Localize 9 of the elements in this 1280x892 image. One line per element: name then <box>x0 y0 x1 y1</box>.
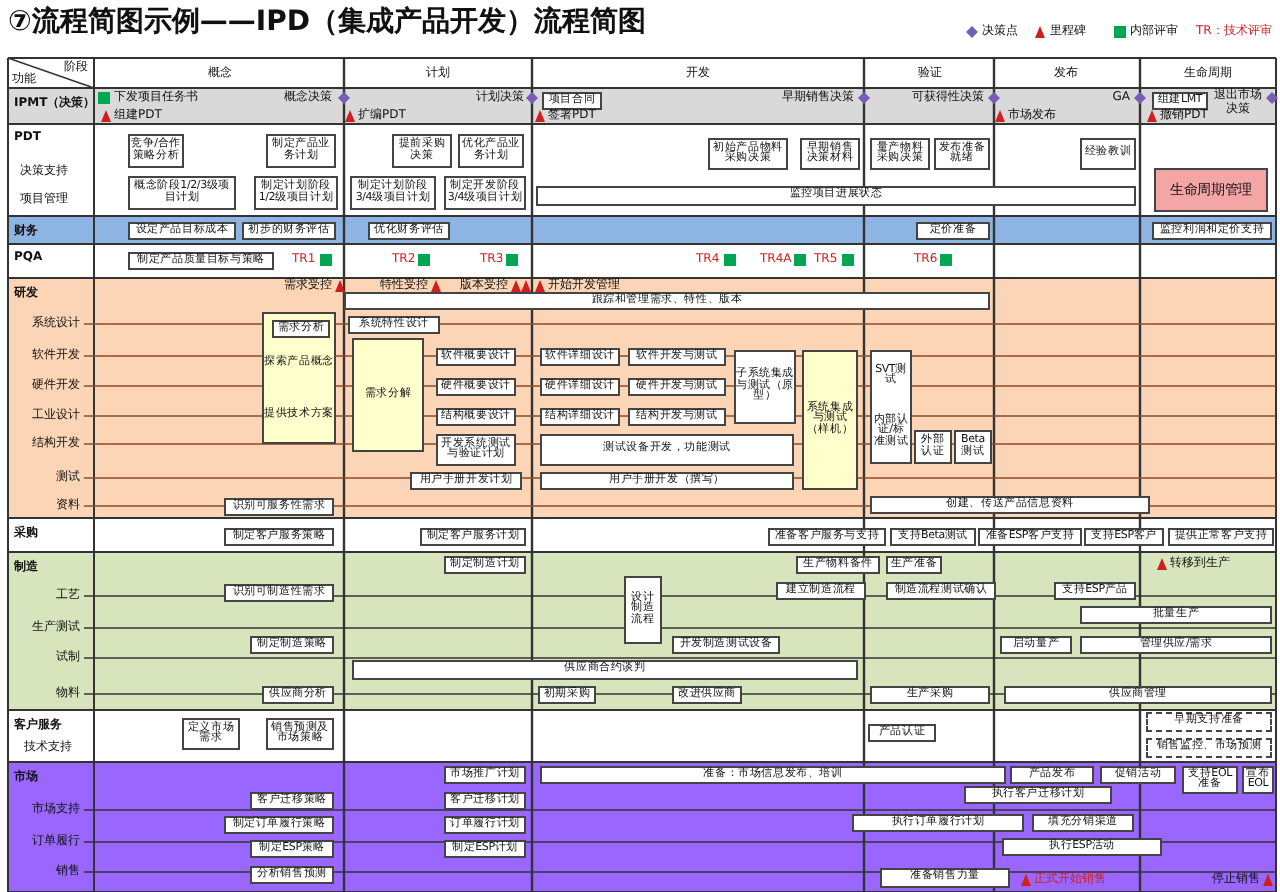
diagram-title: ⑦流程简图示例——IPD（集成产品开发）流程简图 <box>8 4 646 40</box>
swimlane-band <box>8 710 1276 762</box>
swimlane-band <box>8 552 1276 710</box>
process-panel <box>870 350 912 464</box>
swimlane-band <box>8 762 1276 892</box>
process-panel <box>262 312 336 444</box>
swimlane-band <box>8 278 1276 518</box>
swimlane-band <box>8 88 1276 124</box>
swimlane-band <box>8 216 1276 244</box>
